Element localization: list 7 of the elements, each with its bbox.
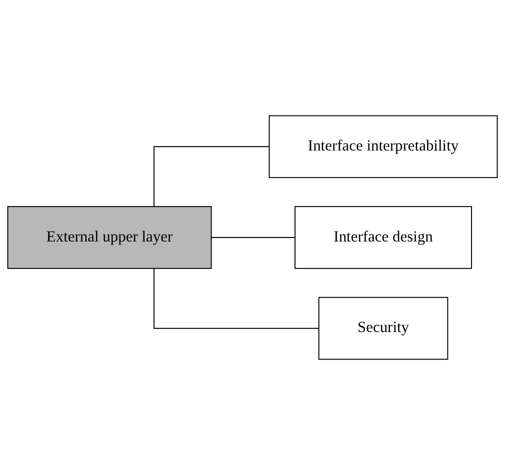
node-box: Security [318, 296, 448, 360]
node-box: External upper layer [7, 206, 212, 268]
node-box: Interface design [294, 206, 472, 268]
connector [154, 267, 320, 328]
node-box: Interface interpretability [268, 114, 498, 178]
connector [154, 146, 270, 207]
connector [210, 236, 296, 238]
